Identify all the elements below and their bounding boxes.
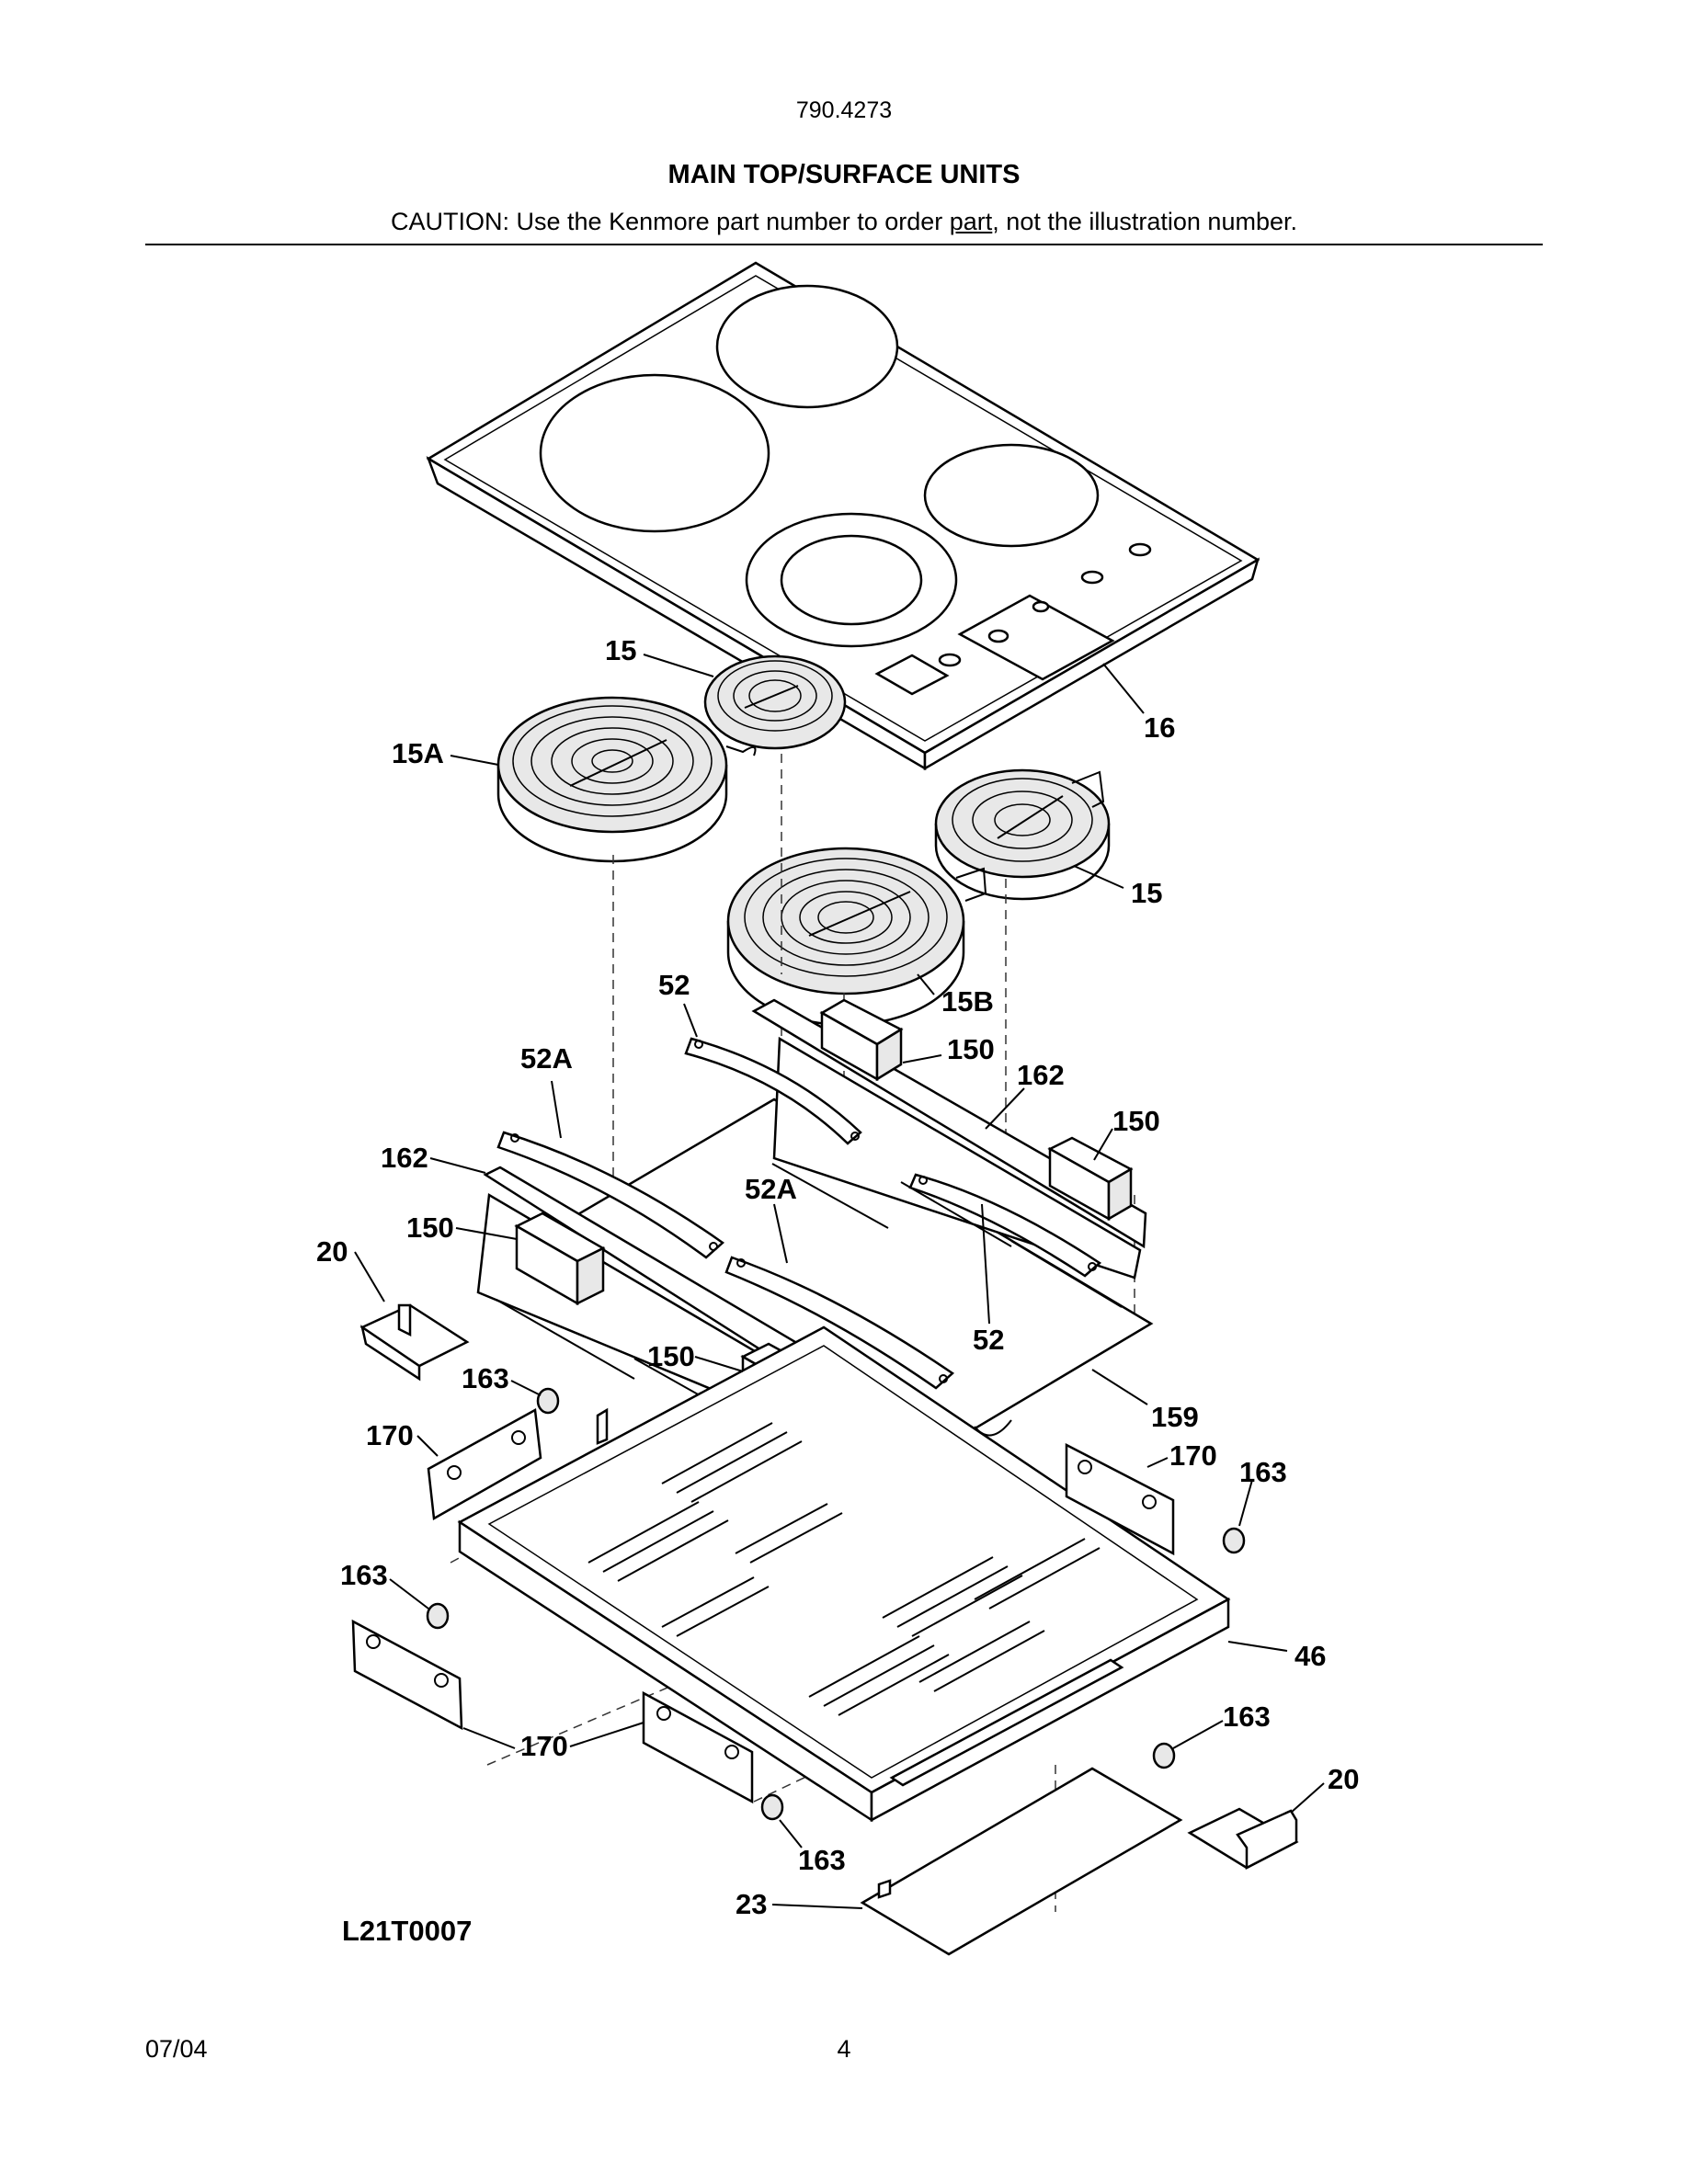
caution-underlined-word: part [949, 208, 993, 235]
insulation-block-top [819, 998, 904, 1082]
cooktop-glass-top [426, 261, 1260, 771]
callout-15-top: 15 [605, 634, 636, 666]
callout-163-a: 163 [462, 1362, 509, 1394]
caution-suffix: , not the illustration number. [992, 208, 1297, 235]
chassis-box [457, 1325, 1231, 1823]
callout-162-right: 162 [1017, 1059, 1065, 1091]
callout-52-bottom: 52 [973, 1324, 1004, 1356]
callout-52a-middle: 52A [745, 1173, 797, 1205]
callout-150-left: 150 [406, 1211, 454, 1244]
callout-150-middle: 150 [647, 1340, 695, 1372]
caution-note: CAUTION: Use the Kenmore part number to … [0, 208, 1688, 236]
mounting-bracket-front-left [351, 1619, 463, 1731]
mounting-bracket-right [1065, 1442, 1175, 1556]
callout-163-d: 163 [1223, 1701, 1271, 1733]
spacer-bushings [426, 1387, 1246, 1821]
callout-170-left: 170 [366, 1419, 414, 1451]
callout-46: 46 [1295, 1640, 1326, 1672]
callout-162-left: 162 [381, 1142, 428, 1174]
clamp-strap-right [908, 1173, 1102, 1278]
diagram-reference-code: L21T0007 [342, 1915, 473, 1947]
leader-lines [354, 654, 1325, 1909]
mounting-bracket-left [427, 1408, 542, 1521]
callout-159: 159 [1151, 1401, 1199, 1433]
side-bracket-right [1187, 1807, 1299, 1871]
caution-prefix: CAUTION: Use the Kenmore part number to … [391, 208, 950, 235]
exploded-parts-diagram: 15 16 15A 15 15B 52 150 52A 162 150 162 … [316, 261, 1359, 1956]
revision-date: 07/04 [145, 2035, 208, 2063]
side-bracket-left [359, 1303, 470, 1382]
callout-150-top: 150 [947, 1033, 995, 1065]
mounting-bracket-front-right [642, 1690, 754, 1804]
page-title: MAIN TOP/SURFACE UNITS [667, 160, 1021, 189]
callout-163-c: 163 [340, 1559, 388, 1591]
callout-labels: 15 16 15A 15 15B 52 150 52A 162 150 162 … [316, 634, 1359, 1920]
callout-163-b: 163 [1239, 1456, 1287, 1488]
callout-23: 23 [736, 1888, 767, 1920]
callout-52a-left: 52A [520, 1042, 573, 1075]
callout-20-left: 20 [316, 1235, 348, 1268]
insulation-block-left [514, 1211, 606, 1306]
model-number: 790.4273 [795, 97, 893, 123]
surface-element-back-right [934, 768, 1111, 901]
surface-element-front-dual [726, 847, 987, 1027]
callout-163-e: 163 [798, 1844, 846, 1876]
clamp-strap-top [684, 1037, 862, 1145]
insulation-block-right [1047, 1136, 1134, 1222]
callout-20-right: 20 [1328, 1763, 1359, 1795]
clamp-strap-left [496, 1131, 725, 1259]
header-divider [145, 244, 1543, 245]
callout-15a: 15A [392, 737, 444, 769]
bottom-cover-plate [860, 1767, 1183, 1956]
callout-170-right: 170 [1169, 1439, 1217, 1472]
callout-150-right: 150 [1112, 1105, 1160, 1137]
callout-15-right: 15 [1131, 877, 1162, 909]
page-number: 4 [837, 2035, 851, 2063]
callout-15b: 15B [941, 985, 994, 1018]
callout-170-bottom: 170 [520, 1730, 568, 1762]
surface-element-back-left [703, 654, 847, 750]
callout-16: 16 [1144, 711, 1175, 744]
callout-52-top: 52 [658, 969, 690, 1001]
vent-slots [587, 1422, 1101, 1716]
clamp-strap-middle [724, 1256, 955, 1390]
